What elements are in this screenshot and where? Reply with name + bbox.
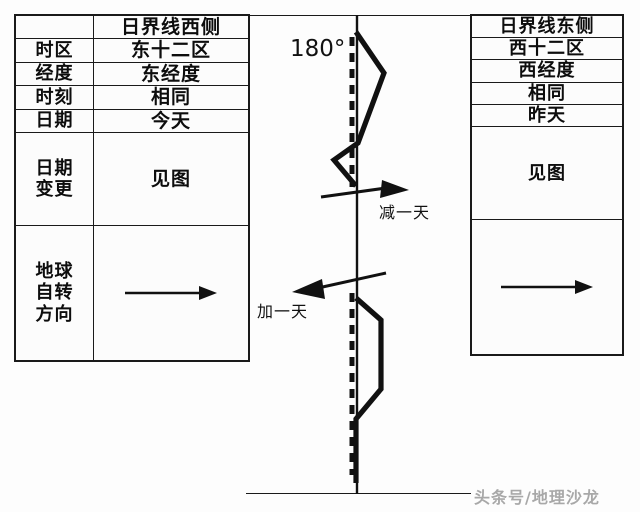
meridian-180-label: 180°: [290, 36, 346, 62]
date-line-diagram: 180° 减一天 加一天: [246, 15, 471, 494]
row-value-longitude-west: 东经度: [93, 61, 249, 87]
row-label-timezone: 时区: [15, 38, 94, 63]
left-header-label-cell: [15, 14, 94, 40]
table-row: 时区 东十二区: [15, 38, 249, 63]
table-row: 日期 今天: [15, 108, 249, 134]
table-row: 日界线东侧: [471, 14, 623, 39]
table-row: 经度 东经度: [15, 61, 249, 87]
row-value-longitude-east: 西经度: [471, 59, 623, 83]
row-label-time: 时刻: [15, 85, 94, 110]
right-comparison-table: 日界线东侧 西十二区 西经度 相同 昨天 见图: [470, 13, 624, 357]
row-value-timezone-west: 东十二区: [93, 38, 249, 63]
table-row: 昨天: [471, 103, 623, 128]
row-value-time-east: 相同: [471, 81, 623, 105]
plus-one-day-label: 加一天: [257, 302, 309, 321]
left-comparison-table: 日界线西侧 时区 东十二区 经度 东经度 时刻 相同 日期 今天 日期 变更 见…: [14, 13, 250, 363]
right-arrow-icon: [501, 280, 593, 295]
row-value-timezone-east: 西十二区: [471, 37, 623, 61]
table-row: 日期 变更 见图: [15, 132, 249, 227]
row-label-longitude: 经度: [15, 61, 94, 87]
row-label-date: 日期: [15, 108, 94, 134]
row-label-rotation-line3: 方向: [35, 303, 74, 325]
row-label-rotation-direction: 地球 自转 方向: [15, 225, 94, 362]
row-value-rotation-east: [471, 219, 623, 356]
table-row: [471, 219, 623, 356]
row-value-date-west: 今天: [93, 108, 249, 134]
row-label-date-change-line2: 变更: [35, 179, 74, 201]
table-row: 见图: [471, 126, 623, 221]
right-arrow-icon: [125, 286, 217, 301]
row-label-date-change: 日期 变更: [15, 132, 94, 227]
row-value-rotation-west: [93, 225, 249, 362]
international-date-line-icon: [330, 30, 387, 483]
table-row: 相同: [471, 81, 623, 105]
plus-one-day-arrow-icon: [292, 271, 387, 299]
table-row: 地球 自转 方向: [15, 225, 249, 362]
table-row: 日界线西侧: [15, 14, 249, 40]
table-row: 西经度: [471, 59, 623, 83]
diagram-frame: [246, 15, 471, 494]
row-label-date-change-line1: 日期: [35, 157, 74, 179]
row-label-rotation-line1: 地球: [35, 261, 74, 283]
row-value-time-west: 相同: [93, 85, 249, 110]
minus-one-day-label: 减一天: [379, 203, 431, 222]
row-value-date-east: 昨天: [471, 103, 623, 128]
row-label-rotation-line2: 自转: [35, 282, 74, 304]
left-header-value-cell: 日界线西侧: [93, 14, 249, 40]
date-line-drawing: [292, 15, 409, 494]
table-row: 时刻 相同: [15, 85, 249, 110]
row-value-date-change-east: 见图: [471, 126, 623, 221]
table-row: 西十二区: [471, 37, 623, 61]
minus-one-day-arrow-icon: [320, 180, 409, 199]
row-value-date-change-west: 见图: [93, 132, 249, 227]
right-header-value-cell: 日界线东侧: [471, 14, 623, 39]
watermark-text: 头条号/地理沙龙: [474, 488, 600, 507]
